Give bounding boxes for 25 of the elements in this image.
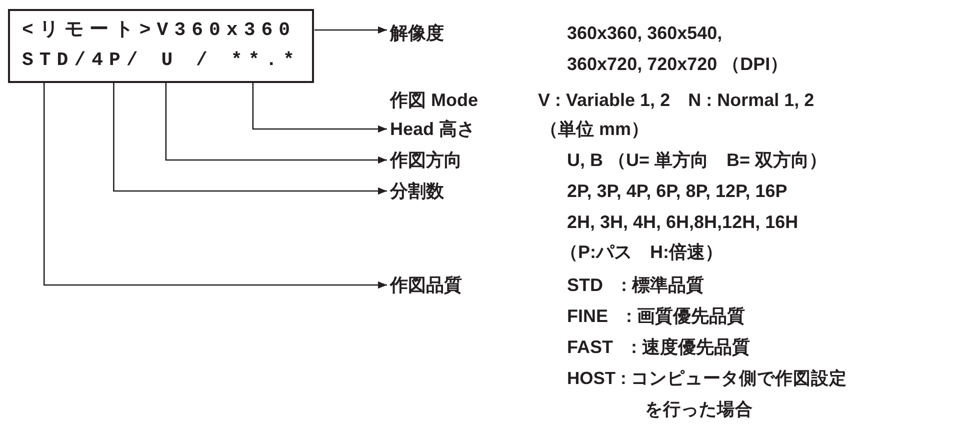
description-text: V : Variable 1, 2 N : Normal 1, 2	[538, 88, 814, 112]
display-text: STD/4P/ U / **.*	[22, 48, 300, 73]
description-text: HOST : コンピュータ側で作図設定を行った場合	[567, 366, 848, 420]
description-text: 360x360, 360x540, 360x720, 720x720 （DPI）	[567, 22, 790, 76]
parameter-label: 分割数	[390, 176, 444, 206]
description-text: （単位 mm）	[540, 118, 650, 140]
parameter-label: 作図 Mode	[390, 88, 478, 112]
leader-arrow	[113, 83, 387, 195]
description-text: 2P, 3P, 4P, 6P, 8P, 12P, 16P	[567, 180, 788, 202]
display-text: <リモート>V360x360	[22, 18, 298, 43]
description-text: STD : 標準品質	[567, 274, 704, 296]
leader-arrow	[43, 83, 387, 289]
lcd-display-panel	[8, 9, 314, 83]
leader-arrow	[314, 26, 387, 34]
description-text: FAST : 速度優先品質	[567, 336, 750, 358]
parameter-label: Head 高さ	[390, 114, 476, 144]
parameter-label: 解像度	[390, 18, 444, 48]
description-text: FINE : 画質優先品質	[567, 304, 745, 328]
description-text: U, B （U= 単方向 B= 双方向）	[567, 148, 828, 172]
description-text: （P:パス H:倍速）	[560, 240, 723, 264]
description-text: 2H, 3H, 4H, 6H,8H,12H, 16H	[567, 210, 798, 234]
parameter-label: 作図方向	[390, 144, 462, 176]
leader-arrow	[165, 83, 387, 164]
leader-arrow	[252, 83, 387, 133]
parameter-label: 作図品質	[390, 270, 462, 300]
